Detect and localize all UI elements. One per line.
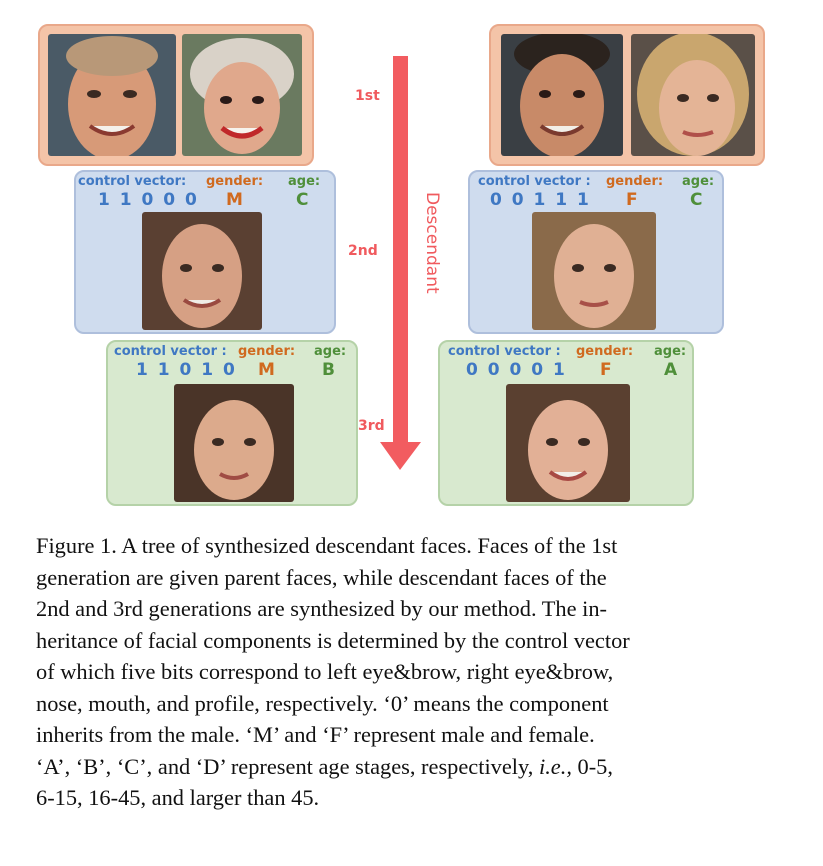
caption-line-with-italic: ‘A’, ‘B’, ‘C’, and ‘D’ represent age sta… [36, 751, 788, 783]
right-parents-panel [489, 24, 765, 166]
caption-line-tail: 0-5, [571, 753, 613, 779]
caption-line: generation are given parent faces, while… [36, 564, 607, 590]
age-label: age: [288, 174, 321, 189]
left-parents-panel [38, 24, 314, 166]
caption-line: of which five bits correspond to left ey… [36, 659, 614, 684]
gender-value: F [626, 190, 640, 210]
caption-line: inherits from the male. ‘M’ and ‘F’ repr… [36, 722, 595, 747]
gender-label: gender: [206, 174, 264, 189]
descendant-label: Descendant [422, 192, 442, 294]
control-vector-label: control vector : [478, 174, 591, 189]
left-second-gen-panel: control vector: gender: age: 1 1 0 0 0 M… [74, 170, 336, 334]
caption-line: Figure 1. A tree of synthesized descenda… [36, 533, 618, 558]
age-label: age: [314, 344, 347, 359]
gender-label: gender: [606, 174, 664, 189]
right-second-gen-panel: control vector : gender: age: 0 0 1 1 1 … [468, 170, 724, 334]
left-mother-face [182, 34, 302, 156]
right-third-gen-panel: control vector : gender: age: 0 0 0 0 1 … [438, 340, 694, 506]
control-vector-label: control vector : [448, 344, 561, 359]
age-value: A [664, 360, 680, 380]
caption-line: 2nd and 3rd generations are synthesized … [36, 596, 608, 621]
age-value: C [690, 190, 705, 210]
generation-label-2nd: 2nd [348, 243, 378, 259]
control-vector-value: 0 0 0 0 1 [466, 360, 567, 380]
age-label: age: [682, 174, 715, 189]
right-third-gen-face [506, 384, 630, 502]
caption-line: heritance of facial components is determ… [36, 627, 630, 653]
age-value: B [322, 360, 337, 380]
gender-label: gender: [238, 344, 296, 359]
control-vector-value: 1 1 0 1 0 [136, 360, 237, 380]
caption-line: 6-15, 16-45, and larger than 45. [36, 785, 320, 810]
control-vector-label: control vector: [78, 174, 187, 189]
gender-label: gender: [576, 344, 634, 359]
control-vector-value: 1 1 0 0 0 [98, 190, 199, 210]
right-second-gen-face [532, 212, 656, 330]
gender-value: M [258, 360, 277, 380]
gender-value: F [600, 360, 614, 380]
age-value: C [296, 190, 311, 210]
generation-label-1st: 1st [355, 88, 380, 104]
gender-value: M [226, 190, 245, 210]
caption-line: nose, mouth, and profile, respectively. … [36, 690, 609, 716]
right-mother-face [631, 34, 755, 156]
left-third-gen-panel: control vector : gender: age: 1 1 0 1 0 … [106, 340, 358, 506]
left-second-gen-face [142, 212, 262, 330]
control-vector-label: control vector : [114, 344, 227, 359]
age-label: age: [654, 344, 687, 359]
generation-label-3rd: 3rd [358, 418, 385, 434]
caption-italic-ie: i.e., [538, 753, 572, 779]
figure-caption: Figure 1. A tree of synthesized descenda… [36, 530, 788, 814]
left-third-gen-face [174, 384, 294, 502]
right-father-face [501, 34, 623, 156]
left-father-face [48, 34, 176, 156]
descendant-arrow [380, 56, 421, 470]
caption-line-head: ‘A’, ‘B’, ‘C’, and ‘D’ represent age sta… [36, 753, 539, 779]
control-vector-value: 0 0 1 1 1 [490, 190, 591, 210]
